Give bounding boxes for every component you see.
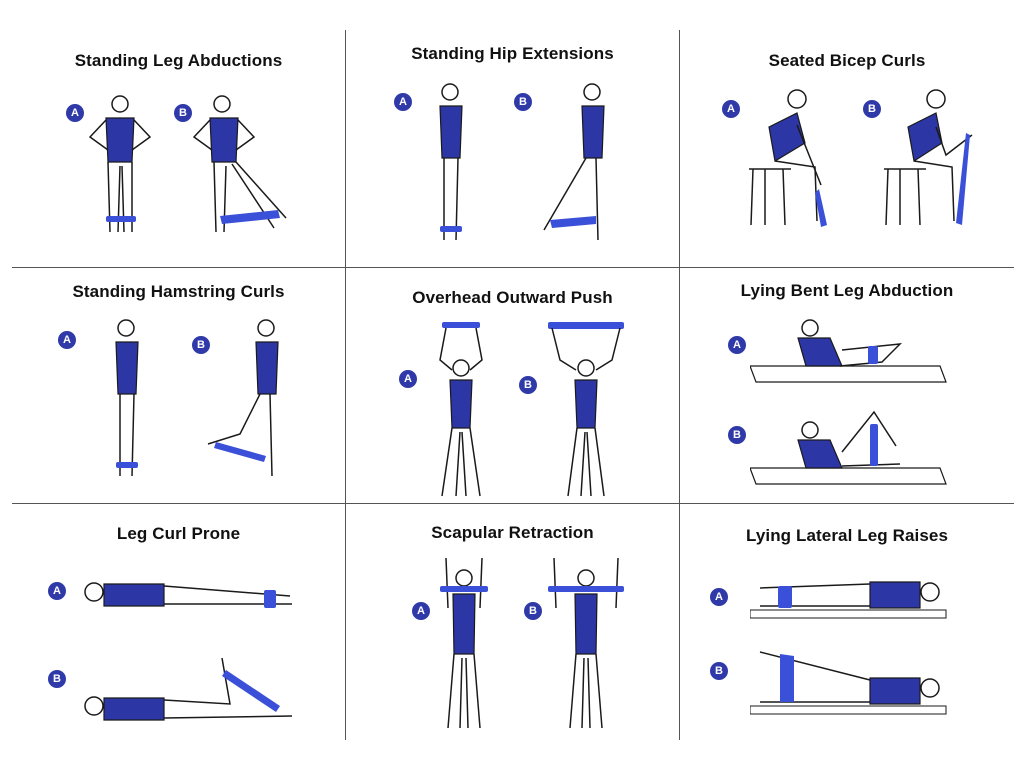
side-standing-figure-b (200, 316, 290, 486)
lying-figure-a (750, 316, 950, 386)
grid-divider-h2 (12, 503, 1014, 504)
exercise-cell-standing-hamstring-curls: Standing Hamstring Curls A B (12, 268, 345, 503)
standing-figure-a (80, 92, 160, 242)
exercise-title: Lying Lateral Leg Raises (745, 526, 949, 545)
step-b-badge: B (174, 104, 192, 122)
step-b-badge: B (514, 93, 532, 111)
step-b-badge: B (863, 100, 881, 118)
exercise-cell-seated-bicep-curls: Seated Bicep Curls A B (680, 30, 1014, 267)
exercise-cell-overhead-outward-push: Overhead Outward Push A B (346, 268, 679, 503)
step-a-badge: A (58, 331, 76, 349)
exercise-title: Standing Hip Extensions (411, 44, 614, 63)
exercise-cell-standing-leg-abductions: Standing Leg Abductions A B (12, 30, 345, 267)
lying-figure-b (750, 408, 950, 488)
exercise-grid: Standing Leg Abductions A B Standing Hip… (12, 30, 1014, 740)
step-b-badge: B (710, 662, 728, 680)
exercise-title: Standing Leg Abductions (74, 51, 283, 70)
step-a-badge: A (394, 93, 412, 111)
retraction-figure-b (546, 558, 626, 734)
step-a-badge: A (412, 602, 430, 620)
step-b-badge: B (524, 602, 542, 620)
step-a-badge: A (722, 100, 740, 118)
step-b-badge: B (519, 376, 537, 394)
grid-divider-v2 (679, 30, 680, 740)
step-b-badge: B (728, 426, 746, 444)
exercise-title: Seated Bicep Curls (768, 51, 926, 70)
seated-figure-a (735, 85, 845, 235)
exercise-cell-lying-bent-leg-abduction: Lying Bent Leg Abduction A B (680, 268, 1014, 503)
exercise-title: Scapular Retraction (431, 523, 594, 542)
prone-figure-a (80, 570, 302, 620)
step-a-badge: A (728, 336, 746, 354)
step-b-badge: B (192, 336, 210, 354)
exercise-title: Standing Hamstring Curls (72, 282, 285, 301)
exercise-cell-leg-curl-prone: Leg Curl Prone A B (12, 504, 345, 740)
lateral-figure-b (750, 644, 950, 720)
side-standing-figure-b (536, 80, 626, 250)
grid-divider-v1 (345, 30, 346, 740)
exercise-cell-scapular-retraction: Scapular Retraction A B (346, 504, 679, 740)
exercise-title: Overhead Outward Push (412, 288, 613, 307)
grid-divider-h1 (12, 267, 1014, 268)
seated-figure-b (870, 85, 980, 235)
step-b-badge: B (48, 670, 66, 688)
lateral-figure-a (750, 574, 950, 624)
retraction-figure-a (434, 558, 494, 734)
exercise-title: Leg Curl Prone (116, 524, 241, 543)
step-a-badge: A (710, 588, 728, 606)
step-a-badge: A (48, 582, 66, 600)
side-standing-figure-a (100, 316, 150, 486)
standing-figure-b (190, 92, 300, 242)
side-standing-figure-a (426, 80, 476, 250)
step-a-badge: A (399, 370, 417, 388)
step-a-badge: A (66, 104, 84, 122)
exercise-cell-lying-lateral-leg-raises: Lying Lateral Leg Raises A B (680, 504, 1014, 740)
prone-figure-b (80, 654, 302, 734)
overhead-figure-b (546, 320, 626, 500)
exercise-cell-standing-hip-extensions: Standing Hip Extensions A B (346, 30, 679, 267)
exercise-title: Lying Bent Leg Abduction (740, 281, 954, 300)
overhead-figure-a (426, 320, 496, 500)
